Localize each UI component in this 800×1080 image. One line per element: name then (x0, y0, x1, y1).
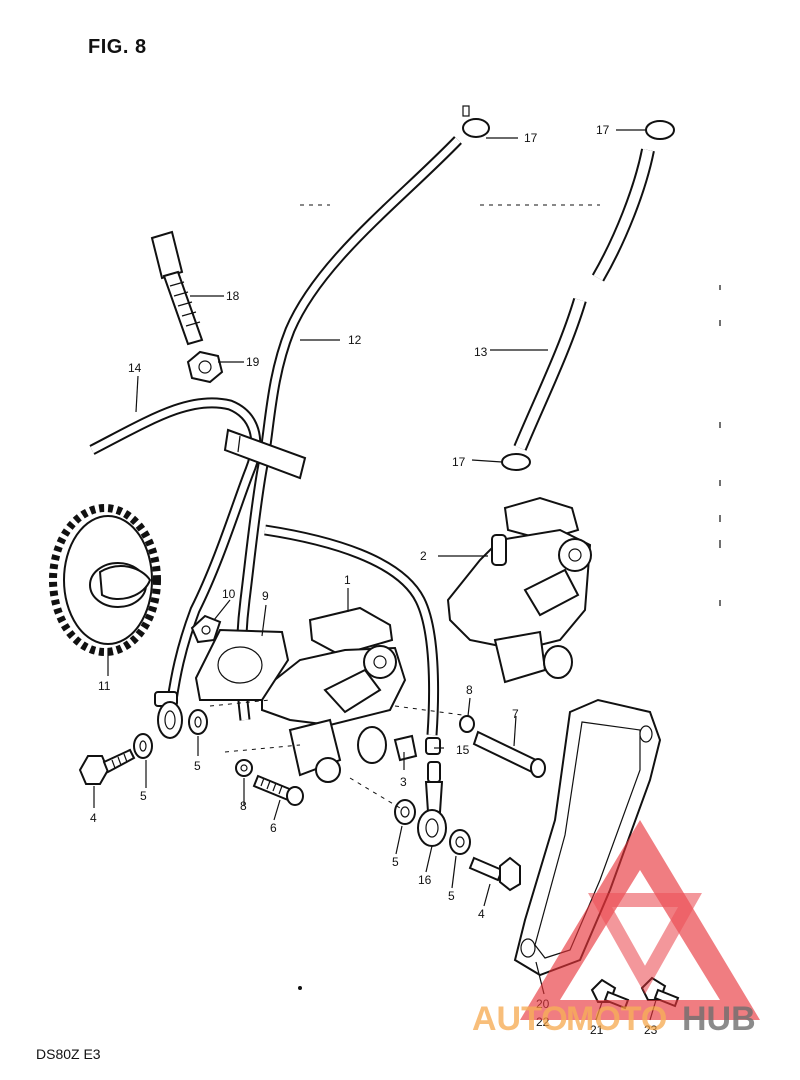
banjo-fitting-left (154, 691, 183, 739)
guide-line-4 (349, 777, 401, 809)
hose-13-upper (591, 148, 655, 282)
callout-5-c: 5 (392, 855, 399, 869)
callout-17-top-left: 17 (524, 131, 538, 145)
guide-line-1 (209, 699, 271, 707)
callout-23: 23 (644, 1023, 658, 1037)
callout-13: 13 (474, 345, 488, 359)
watermark-text-hub: HUB (682, 1000, 756, 1038)
washer-5-left-a (133, 733, 153, 759)
callout-17-top-right: 17 (596, 123, 610, 137)
bolt-18 (150, 230, 204, 346)
drive-gear-11 (49, 504, 161, 656)
callout-8-right: 8 (466, 683, 473, 697)
washer-5-right (449, 829, 471, 855)
callout-11: 11 (98, 679, 111, 693)
watermark-text-auto: AUTO (472, 1000, 568, 1038)
callout-18: 18 (226, 289, 240, 303)
oil-pump-1 (261, 606, 407, 783)
callout-17-middle: 17 (452, 455, 466, 469)
callout-12: 12 (348, 333, 362, 347)
callout-labels: 1 2 3 4 4 5 5 5 5 6 7 8 8 9 10 11 12 13 … (90, 123, 658, 1037)
watermark-triangle-icon (520, 820, 760, 1020)
hose-clamp-bracket (223, 428, 307, 480)
callout-4-right: 4 (478, 907, 485, 921)
washer-5-middle (394, 799, 416, 825)
callout-7: 7 (512, 707, 519, 721)
banjo-bolt-4-left (78, 748, 136, 785)
callout-9: 9 (262, 589, 269, 603)
callout-21: 21 (590, 1023, 604, 1037)
banjo-bolt-4-right (468, 856, 521, 892)
guide-line-2 (224, 744, 301, 753)
hose-clamp-17-middle (501, 453, 531, 471)
callout-19: 19 (246, 355, 260, 369)
model-code: DS80Z E3 (36, 1046, 101, 1062)
guide-line-3 (394, 705, 471, 717)
plug-3 (393, 734, 418, 762)
callout-15: 15 (456, 743, 470, 757)
callout-6: 6 (270, 821, 277, 835)
lock-washer-8-right (459, 715, 475, 733)
callout-5-b: 5 (194, 759, 201, 773)
hose-13-lower (513, 297, 587, 451)
hose-to-fitting-15 (264, 524, 440, 736)
lock-washer-8-left (235, 759, 253, 777)
hose-14 (89, 397, 262, 701)
washer-5-left-b (188, 709, 208, 735)
watermark-logo: AUTO MOTO HUB (472, 820, 760, 1038)
callout-16: 16 (418, 873, 432, 887)
margin-marks (298, 285, 721, 990)
figure-title: FIG. 8 (88, 36, 147, 58)
bolt-6 (252, 774, 304, 806)
callout-5-d: 5 (448, 889, 455, 903)
bolt-7 (472, 730, 546, 778)
hose-clamp-17-top-right (645, 120, 675, 140)
cap-15 (425, 737, 441, 755)
oil-pump-2 (446, 496, 592, 684)
callout-1: 1 (344, 573, 351, 587)
nut-19 (186, 350, 224, 384)
banjo-fitting-16 (417, 761, 447, 847)
callout-3: 3 (400, 775, 407, 789)
watermark-text-moto: MOTO (566, 1000, 667, 1038)
callout-4-left: 4 (90, 811, 97, 825)
callout-8-left: 8 (240, 799, 247, 813)
callout-5-a: 5 (140, 789, 147, 803)
callout-2: 2 (420, 549, 427, 563)
gasket-9 (194, 628, 290, 701)
retainer-10 (190, 614, 222, 644)
callout-14: 14 (128, 361, 142, 375)
hose-clamp-17-top-left (462, 105, 490, 138)
callout-10: 10 (222, 587, 236, 601)
